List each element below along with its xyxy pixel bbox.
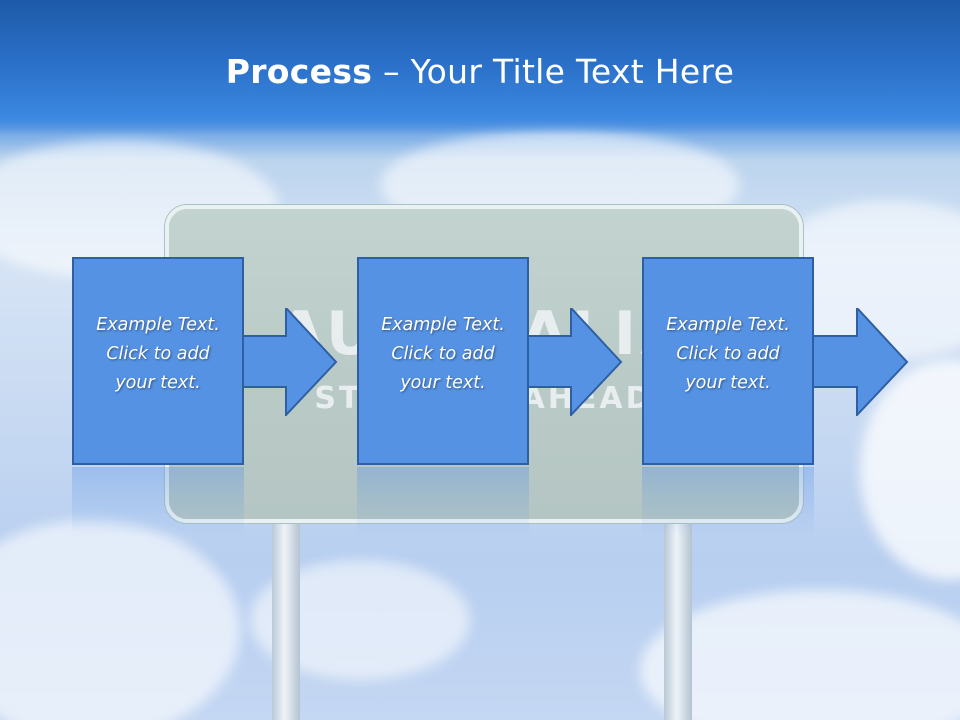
arrow-right-icon[interactable] (809, 308, 909, 416)
step-reflection (642, 467, 814, 537)
process-step-box[interactable]: Example Text. Click to add your text. (357, 257, 529, 465)
arrow-right-icon[interactable] (238, 308, 338, 416)
title-banner (0, 0, 960, 135)
process-step-box[interactable]: Example Text. Click to add your text. (72, 257, 244, 465)
arrow-right-icon[interactable] (523, 308, 623, 416)
step-reflection (72, 467, 244, 537)
step-text[interactable]: Example Text. Click to add your text. (666, 315, 790, 393)
cloud (0, 520, 240, 720)
process-step-box[interactable]: Example Text. Click to add your text. (642, 257, 814, 465)
step-text[interactable]: Example Text. Click to add your text. (381, 315, 505, 393)
step-reflection (357, 467, 529, 537)
sign-post-right (664, 515, 692, 720)
step-text[interactable]: Example Text. Click to add your text. (96, 315, 220, 393)
title-bold-text: Process (225, 52, 373, 91)
title-rest-text: – Your Title Text Here (372, 52, 735, 91)
slide-title[interactable]: Process – Your Title Text Here (0, 52, 960, 91)
sign-post-left (272, 515, 300, 720)
